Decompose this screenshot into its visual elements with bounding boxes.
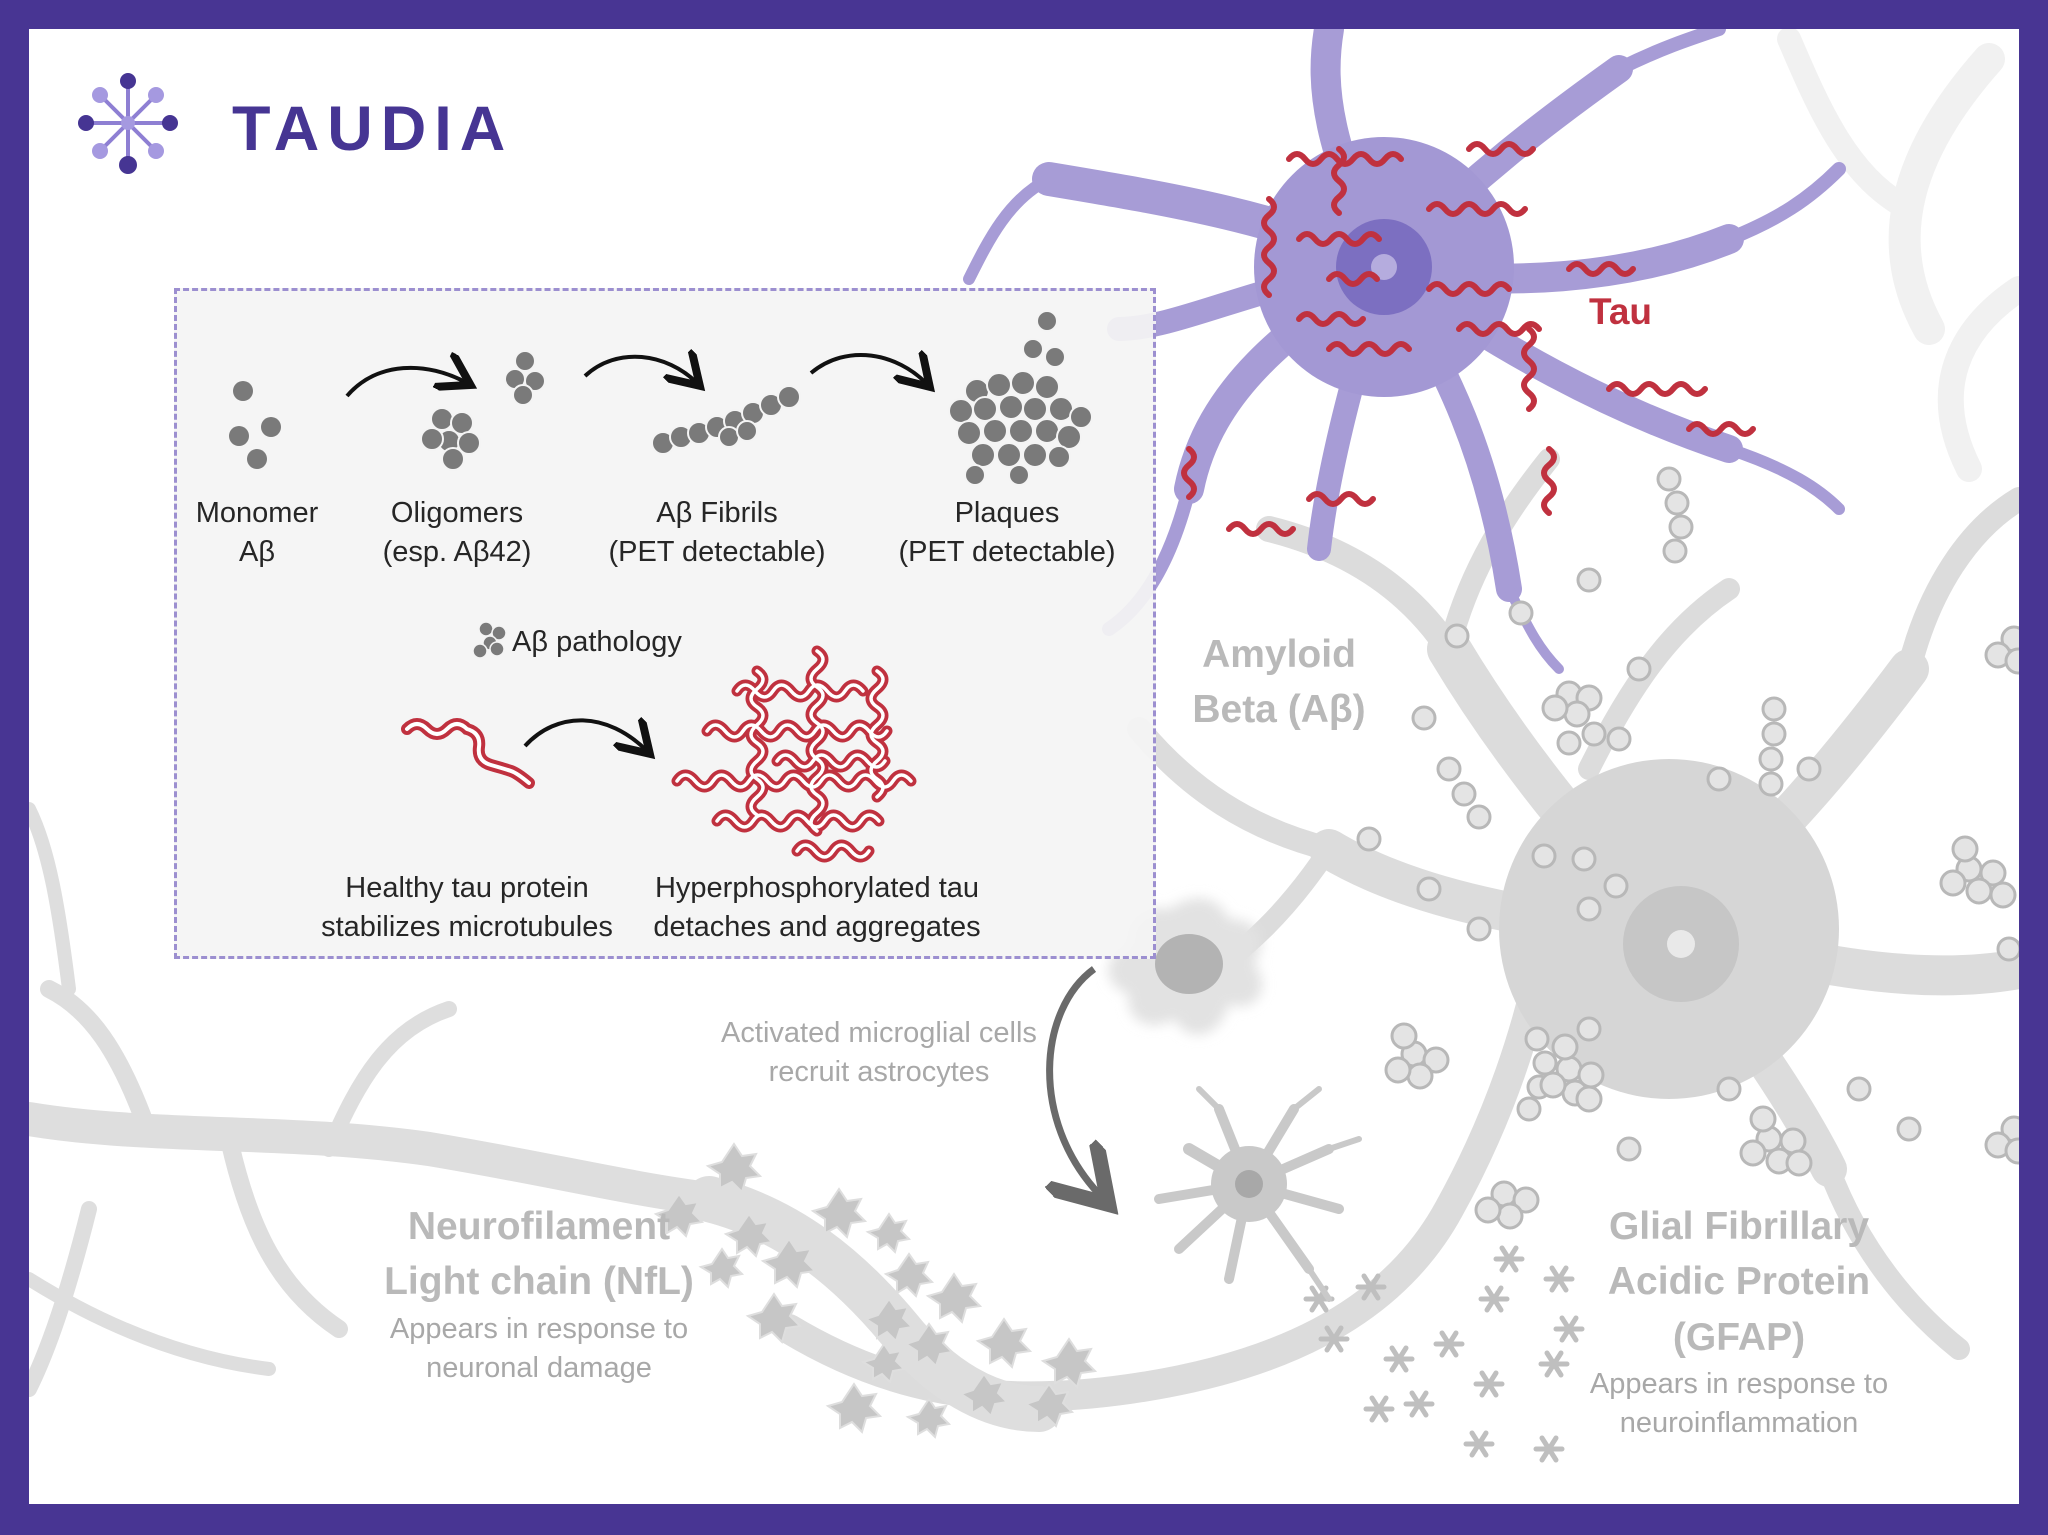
- amyloid-clusters: [1384, 625, 2019, 1230]
- tau-tangles: [1181, 141, 1756, 537]
- inset-artwork: [229, 310, 1093, 863]
- healthy-tau-icon: [401, 718, 535, 789]
- stage-plaques-label: Plaques(PET detectable): [898, 497, 1116, 569]
- gfap-asterisks: [1303, 1245, 1585, 1463]
- curved-arrow-icon: [345, 368, 467, 398]
- faint-background-neuron: [1777, 29, 2019, 482]
- taudia-logo-icon: [78, 73, 178, 174]
- gfap-label: Glial Fibrillary Acidic Protein (GFAP) A…: [1589, 1205, 1889, 1440]
- diagram-canvas: TAUDIA: [29, 29, 2019, 1504]
- curved-arrow-icon: [809, 355, 927, 384]
- brand-name: TAUDIA: [232, 94, 514, 164]
- ab-pathology-label: Aβ pathology: [512, 626, 682, 658]
- stage-oligomers-label: Oligomers(esp. Aβ42): [382, 497, 532, 569]
- tau-label: Tau: [1589, 291, 1653, 332]
- nfl-stars: [653, 1142, 1098, 1439]
- protein-cluster-icon: [472, 621, 507, 659]
- fibril-icon: [651, 385, 801, 455]
- tau-aggregate-icon: [671, 645, 917, 863]
- nfl-label: Neurofilament Light chain (NfL) Appears …: [384, 1205, 694, 1384]
- curved-arrow-icon: [583, 357, 697, 383]
- plaque-icon: [948, 310, 1093, 486]
- amyloid-particles: [1356, 466, 2019, 1162]
- stage-fibrils-label: Aβ Fibrils(PET detectable): [608, 497, 826, 569]
- oligomer-icon: [420, 350, 546, 471]
- curved-arrow-icon: [523, 720, 647, 751]
- microglia-arrow-icon: [1050, 966, 1099, 1194]
- monomer-icon: [229, 381, 281, 469]
